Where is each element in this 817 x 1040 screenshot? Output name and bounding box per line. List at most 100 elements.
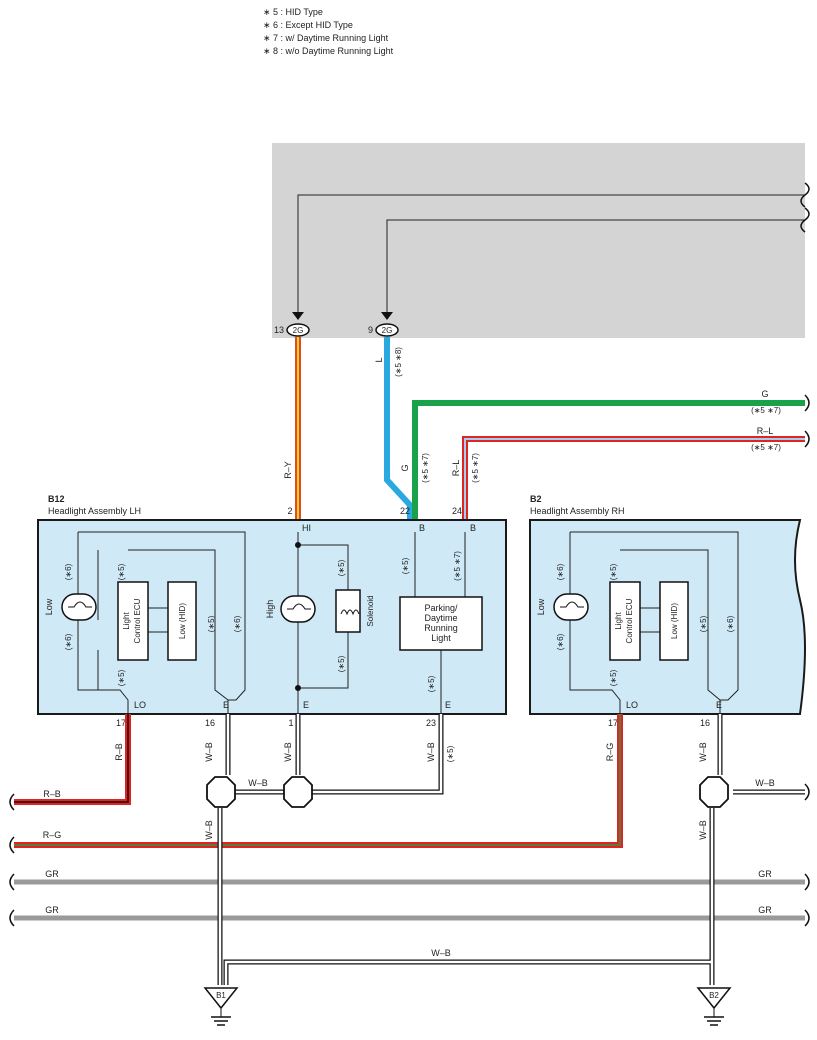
lh-park-label-2: Daytime [424,613,457,623]
lh-light-control-ecu [117,581,149,661]
lh-park-label-4: Light [431,633,451,643]
lh-low-hid [167,581,197,661]
lh-cond-57: (∗5 ∗7) [453,551,462,581]
label-w-b-h1: W–B [248,778,268,788]
lh-park-label-1: Parking/ [424,603,458,613]
rh-low-hid-label: Low (HID) [670,603,679,639]
cond-l: (∗5 ∗8) [394,347,403,377]
lh-pin-16: 16 [205,718,215,728]
rh-cond-5b: (∗5) [609,669,618,686]
lh-label-high: High [265,600,275,619]
label-w-b-bottom: W–B [431,948,451,958]
label-w-b-5: W–B [698,742,708,762]
lh-pin-24: 24 [452,506,462,516]
label-w-b-2: W–B [283,742,293,762]
rh-code: B2 [530,494,542,504]
label-g-vertical: G [400,464,410,471]
lh-cond-5a: (∗5) [117,563,126,580]
lh-cond-5d: (∗5) [337,559,346,576]
label-r-b-left: R–B [43,789,61,799]
label-w-b-right: W–B [755,778,775,788]
label-gr-left-1: GR [45,869,59,879]
ground-b1-icon: B1 [203,987,239,1026]
junction-block [272,143,805,338]
label-w-b-3: W–B [426,742,436,762]
rh-title: Headlight Assembly RH [530,506,625,516]
label-r-b-vertical: R–B [114,743,124,761]
label-w-b-6: W–B [698,820,708,840]
lh-ecu-label-2: Control ECU [133,598,142,643]
lh-pin-2: 2 [287,506,292,516]
splice-point-2 [283,776,313,808]
label-g-right: G [761,389,768,399]
lh-cond-5g: (∗5) [427,675,436,692]
splice-point-3 [699,776,729,808]
lh-term-b2: B [470,523,476,533]
lh-title: Headlight Assembly LH [48,506,141,516]
lh-park-label-3: Running [424,623,458,633]
lh-code: B12 [48,494,65,504]
junction-wire-2 [386,219,805,312]
svg-text:9: 9 [368,325,373,335]
rh-low-bulb-icon [553,593,589,621]
wire-l [384,337,413,520]
lh-term-e1: E [223,700,229,710]
rh-ecu-label-2: Control ECU [625,598,634,643]
connector-2g-pin9: 2G 9 [368,312,399,337]
rh-cond-6a: (∗6) [556,563,565,580]
lh-cond-5b: (∗5) [117,669,126,686]
label-w-b-1: W–B [204,742,214,762]
break-mark-top [800,182,810,233]
lh-term-e3: E [445,700,451,710]
lh-low-hid-label: Low (HID) [178,603,187,639]
lh-term-e2: E [303,700,309,710]
cond-w-b-3: (∗5) [446,745,455,762]
note-except-hid: ∗ 6 : Except HID Type [263,20,353,30]
label-w-b-4: W–B [204,820,214,840]
lh-junction-dot-bottom [295,685,301,691]
rh-pin-17: 17 [608,718,618,728]
lh-cond-6c: (∗6) [233,615,242,632]
connector-2g-pin13: 2G 13 [274,312,310,337]
cond-g-vertical: (∗5 ∗7) [421,453,430,483]
lh-solenoid-icon [335,589,361,633]
rh-pin-16: 16 [700,718,710,728]
lh-high-bulb-icon [280,595,316,623]
cond-g-right: (∗5 ∗7) [751,406,781,415]
cond-r-l-vertical: (∗5 ∗7) [471,453,480,483]
wire-w-b-network [217,714,805,985]
cond-r-l-right: (∗5 ∗7) [751,443,781,452]
ground-b2-icon: B2 [696,987,732,1026]
rh-cond-6b: (∗6) [556,633,565,650]
label-r-g-vertical: R–G [605,743,615,762]
lh-pin-1: 1 [288,718,293,728]
lh-label-solenoid: Solenoid [366,595,375,626]
lh-pin-22: 22 [400,506,410,516]
rh-ecu-label-1: Light [614,612,623,630]
wire-r-b [14,714,131,805]
lh-term-hi: HI [302,523,311,533]
lh-term-b1: B [419,523,425,533]
label-r-l-vertical: R–L [451,460,461,477]
lh-ecu-label-1: Light [122,612,131,630]
lh-parking-drl [399,596,483,651]
lh-cond-5c: (∗5) [207,615,216,632]
rh-cond-5c: (∗5) [699,615,708,632]
label-gr-right-2: GR [758,905,772,915]
break-marks-right [804,783,810,927]
label-gr-left-2: GR [45,905,59,915]
rh-cond-5a: (∗5) [609,563,618,580]
svg-text:2G: 2G [382,326,393,335]
break-marks-left [9,793,15,927]
label-gr-right-1: GR [758,869,772,879]
label-r-l-right: R–L [757,426,774,436]
note-with-drl: ∗ 7 : w/ Daytime Running Light [263,33,389,43]
lh-cond-5e: (∗5) [337,655,346,672]
lh-cond-6a: (∗6) [64,563,73,580]
rh-light-control-ecu [609,581,641,661]
lh-cond-6b: (∗6) [64,633,73,650]
lh-junction-dot-top [295,542,301,548]
lh-cond-5f: (∗5) [401,557,410,574]
lh-term-lo: LO [134,700,146,710]
